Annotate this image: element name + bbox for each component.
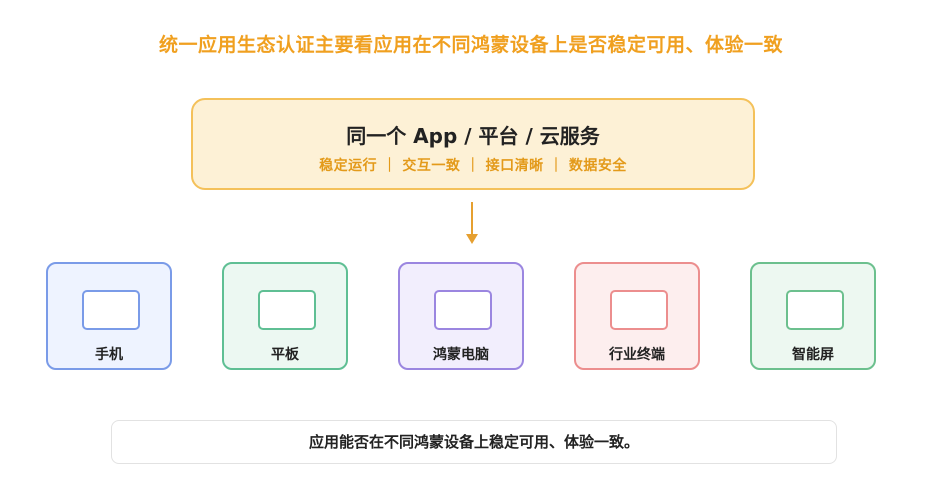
device-label-industry: 行业终端 — [609, 347, 665, 363]
arrow-head — [466, 234, 478, 244]
device-card-pc: 鸿蒙电脑 — [398, 262, 524, 370]
smart-screen-icon — [786, 290, 844, 330]
device-label-phone: 手机 — [95, 347, 123, 363]
hub-box: 同一个 App / 平台 / 云服务 稳定运行 ｜ 交互一致 ｜ 接口清晰 ｜ … — [191, 98, 755, 190]
pc-screen-icon — [434, 290, 492, 330]
device-card-industry: 行业终端 — [574, 262, 700, 370]
tablet-screen-icon — [258, 290, 316, 330]
device-row: 手机 平板 鸿蒙电脑 行业终端 智能屏 — [0, 262, 942, 370]
down-arrow-icon — [466, 202, 478, 244]
device-label-tablet: 平板 — [271, 347, 299, 363]
device-card-tablet: 平板 — [222, 262, 348, 370]
device-card-phone: 手机 — [46, 262, 172, 370]
headline: 统一应用生态认证主要看应用在不同鸿蒙设备上是否稳定可用、体验一致 — [158, 34, 783, 56]
footer-summary: 应用能否在不同鸿蒙设备上稳定可用、体验一致。 — [111, 420, 837, 464]
device-label-pc: 鸿蒙电脑 — [433, 347, 489, 363]
device-card-smart-screen: 智能屏 — [750, 262, 876, 370]
phone-screen-icon — [82, 290, 140, 330]
hub-subtitle: 稳定运行 ｜ 交互一致 ｜ 接口清晰 ｜ 数据安全 — [319, 158, 627, 174]
device-label-smart-screen: 智能屏 — [792, 347, 834, 363]
hub-title: 同一个 App / 平台 / 云服务 — [346, 124, 600, 148]
industry-screen-icon — [610, 290, 668, 330]
